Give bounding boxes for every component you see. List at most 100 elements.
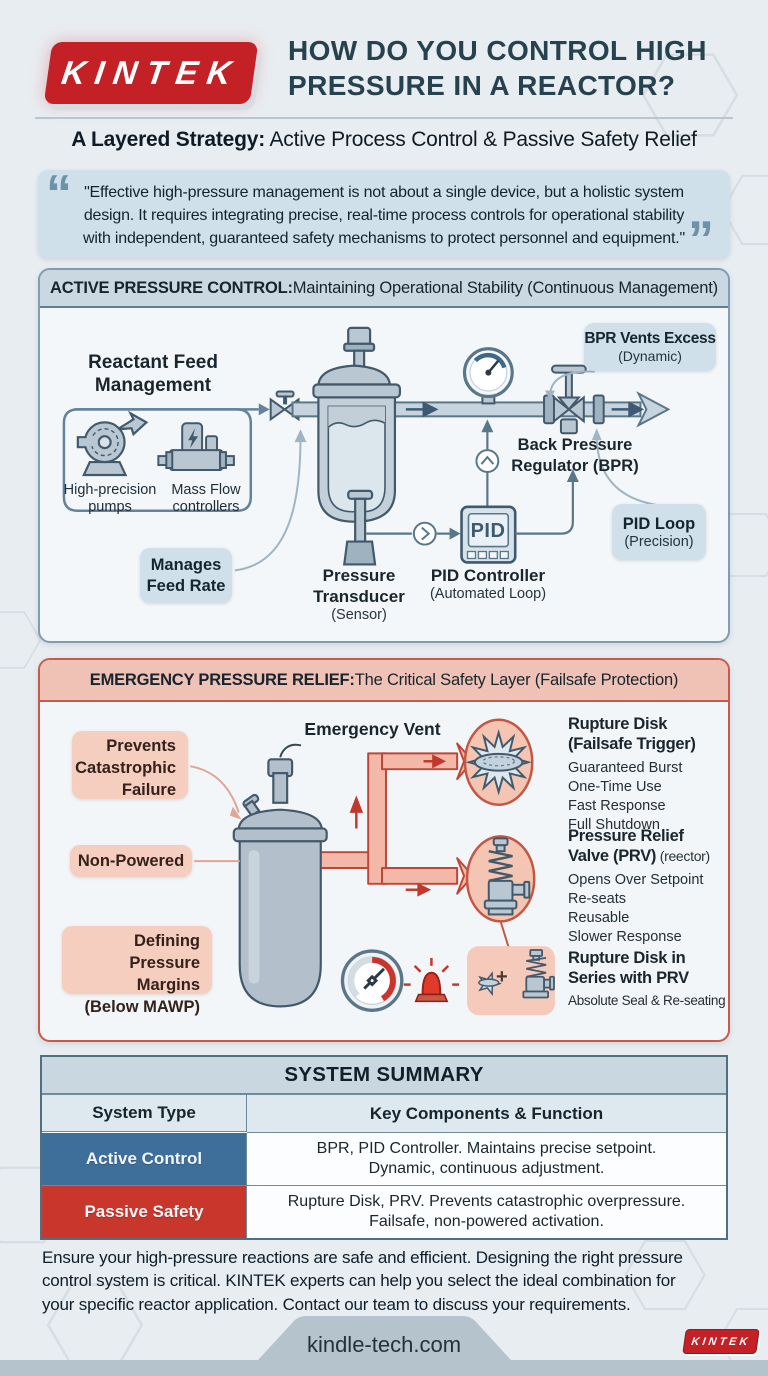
non-powered-chip: Non-Powered: [70, 845, 192, 877]
rupture-disk-icon: [465, 728, 532, 796]
mfc-label: Mass Flow controllers: [171, 482, 241, 515]
prevents-arrowhead: [229, 806, 242, 820]
open-quote-icon: “: [46, 165, 72, 223]
outlet-arrow: [636, 391, 671, 428]
relief-pipe: [316, 742, 474, 895]
footer-logo-text: KINTEK: [690, 1335, 752, 1348]
mini-prv-icon: [522, 949, 555, 999]
close-quote-icon: ”: [688, 211, 714, 269]
emergency-reactor-vessel: [232, 758, 328, 1008]
reactant-feed-label: Reactant Feed Management: [88, 352, 218, 396]
mini-rupture-disk-icon: [478, 971, 502, 997]
kintek-logo: KINTEK: [43, 42, 259, 104]
header-divider: [35, 117, 733, 119]
prv-series-connector: [499, 921, 510, 948]
connector-arrowhead: [545, 390, 555, 401]
col-header-key-components: Key Components & Function: [247, 1095, 726, 1133]
quote-text: "Effective high-pressure management is n…: [83, 184, 685, 248]
pumps-label: High-precision pumps: [63, 482, 157, 515]
summary-title: SYSTEM SUMMARY: [42, 1057, 726, 1095]
pid-controller-label: PID Controller (Automated Loop): [424, 566, 552, 602]
bpr-vents-title: BPR Vents Excess: [584, 330, 716, 347]
back-pressure-label: Back Pressure Regulator (BPR): [511, 436, 639, 475]
prv-title-bold: Valve (PRV): [568, 846, 657, 865]
prv-text: Pressure Relief Valve (PRV) (reector) Op…: [568, 827, 740, 947]
bpr-valve-icon: [543, 364, 605, 435]
quote-box: [38, 170, 730, 258]
chevron-up-icon: [480, 455, 495, 465]
pid-controller-icon: [460, 505, 517, 564]
bpr-vents-sub: (Dynamic): [618, 348, 682, 364]
col-header-system-type: System Type: [42, 1095, 247, 1132]
list-item: Slower Response: [568, 928, 682, 945]
transducer-label: Pressure Transducer (Sensor): [299, 566, 419, 623]
row-type-passive: Passive Safety: [42, 1186, 247, 1238]
pressure-gauge-icon: [462, 347, 514, 405]
series-text: Rupture Disk in Series with PRV Absolute…: [568, 949, 736, 1009]
active-header-rest: Maintaining Operational Stability (Conti…: [292, 278, 718, 297]
subtitle-rest: Active Process Control & Passive Safety …: [265, 128, 697, 151]
connector-arrowhead: [591, 428, 602, 441]
chevron-right-icon: [421, 526, 431, 541]
prevents-connector: [190, 765, 240, 813]
mass-flow-controller-icon: [157, 422, 235, 472]
prv-icon: [483, 837, 531, 916]
safety-diagram: [190, 718, 555, 1016]
prv-title-line2: Valve (PRV) (reector): [568, 847, 740, 867]
system-summary-table: SYSTEM SUMMARY System Type Key Component…: [40, 1055, 728, 1240]
sensor-arrowhead: [449, 527, 461, 540]
prevents-chip: Prevents Catastrophic Failure: [72, 731, 188, 799]
reactor-vessel: [312, 326, 401, 566]
pid-loop-chip: PID Loop (Precision): [612, 504, 706, 560]
table-row: Active Control BPR, PID Controller. Main…: [42, 1133, 726, 1186]
bpr-vents-chip: BPR Vents Excess (Dynamic): [584, 323, 716, 371]
list-item: Reusable: [568, 909, 630, 926]
list-item: Fast Response: [568, 797, 666, 814]
manages-feed-chip: Manages Feed Rate: [140, 548, 232, 603]
signal-up-icon: [475, 449, 500, 473]
signal-right-icon: [412, 521, 437, 546]
kintek-logo-text: KINTEK: [59, 54, 243, 91]
row-desc-active: BPR, PID Controller. Maintains precise s…: [316, 1139, 657, 1177]
connector-arrowhead: [294, 429, 307, 443]
active-header-bold: ACTIVE PRESSURE CONTROL:: [50, 278, 293, 297]
series-sub: Absolute Seal & Re-seating: [568, 992, 726, 1008]
prv-items: Opens Over Setpoint Re-seats Reusable Sl…: [568, 871, 740, 948]
emergency-vent-label: Emergency Vent: [304, 719, 441, 739]
footer-kintek-logo: KINTEK: [682, 1329, 760, 1354]
overpressure-gauge-icon: [340, 949, 404, 1012]
rupture-disk-text: Rupture Disk (Failsafe Trigger) Guarante…: [568, 715, 736, 835]
pid-loop-sub: (Precision): [624, 533, 694, 550]
pump-icon: [76, 410, 149, 477]
footer-strip: [0, 1360, 768, 1376]
active-control-diagram: [62, 326, 671, 572]
safety-header-rest: The Critical Safety Layer (Failsafe Prot…: [354, 670, 679, 689]
website-link[interactable]: kindle-tech.com: [306, 1332, 462, 1357]
feed-arrowhead: [258, 403, 270, 416]
table-row: Passive Safety Rupture Disk, PRV. Preven…: [42, 1186, 726, 1238]
pid-to-bpr-line: [515, 476, 574, 535]
cta-text: Ensure your high-pressure reactions are …: [42, 1248, 683, 1314]
prv-title-line1: Pressure Relief: [568, 827, 684, 845]
row-type-active: Active Control: [42, 1133, 247, 1185]
margins-chip: Defining Pressure Margins (Below MAWP): [62, 926, 212, 1016]
alarm-beacon-icon: [403, 957, 460, 1003]
pid-output-arrowhead: [481, 419, 494, 433]
list-item: Re-seats: [568, 890, 627, 907]
prv-title-note: (reector): [656, 847, 711, 864]
rupture-title: Rupture Disk (Failsafe Trigger): [568, 715, 696, 753]
pid-controller-title: PID Controller: [430, 566, 546, 585]
rupture-items: Guaranteed Burst One-Time Use Fast Respo…: [568, 759, 736, 836]
annotation-connector: [234, 370, 662, 572]
series-plus-sign: +: [496, 966, 508, 988]
transducer-title: Pressure Transducer: [313, 566, 405, 606]
vent-connector: [279, 743, 302, 758]
feed-line: [62, 408, 259, 513]
subtitle-bold: A Layered Strategy:: [71, 128, 266, 151]
safety-panel-header: EMERGENCY PRESSURE RELIEF: The Critical …: [40, 660, 728, 702]
flow-arrow: [405, 401, 645, 418]
pid-controller-sub: (Automated Loop): [429, 586, 547, 602]
list-item: Opens Over Setpoint: [568, 871, 704, 888]
relief-flow-arrow: [349, 754, 447, 897]
